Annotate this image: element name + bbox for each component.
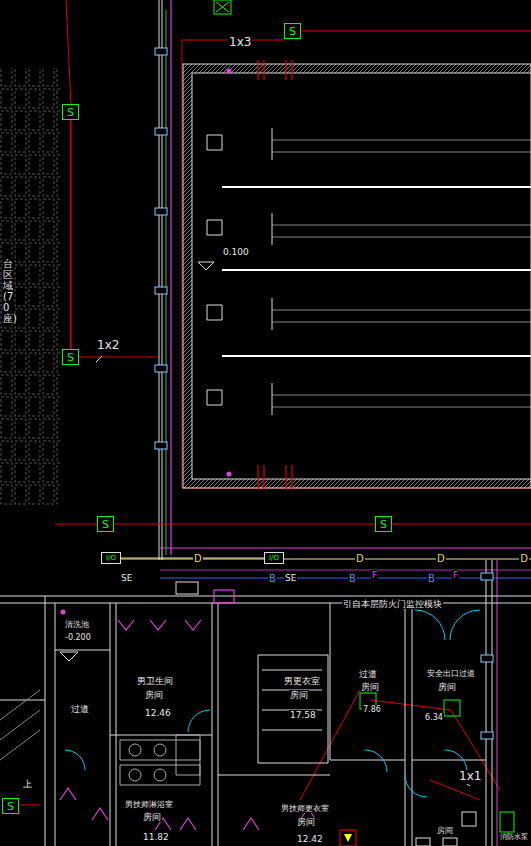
plan-label: 房间 (436, 826, 454, 835)
plan-label: SE (284, 573, 297, 583)
detector-box: S (62, 349, 79, 365)
device-code: I/O (269, 555, 279, 562)
plan-label: 男卫生间 (136, 676, 174, 686)
detector-box: S (375, 516, 392, 532)
plan-label: 上 (22, 779, 33, 789)
plan-label: -0.200 (64, 633, 92, 642)
plan-label: 房间 (296, 817, 316, 827)
detector-box: I/O (264, 552, 284, 564)
device-code: S (380, 519, 387, 530)
plan-label: D (519, 553, 529, 565)
plan-label: D (436, 553, 446, 565)
plan-label: B (348, 573, 357, 585)
plan-label: 清洗池 (64, 620, 90, 629)
detector-box: S (284, 23, 301, 39)
plan-label: 1x1 (458, 770, 482, 784)
plan-label: B (268, 573, 277, 585)
plan-label: 安全出口过道 (426, 669, 476, 678)
plan-label: 男更衣室 (283, 676, 321, 686)
plan-label: 房间 (142, 812, 162, 822)
detector-box: S (2, 798, 19, 814)
plan-label: F (371, 570, 378, 580)
detector-box: S (97, 516, 114, 532)
plan-label: 7.86 (362, 705, 382, 714)
plan-label: D (355, 553, 365, 565)
device-code: S (289, 26, 296, 37)
plan-label: B (427, 573, 436, 585)
device-code: S (7, 801, 14, 812)
plan-label: 房间 (437, 682, 457, 692)
plan-label: F (452, 570, 459, 580)
wire-connector (114, 524, 375, 525)
wire-connector (70, 120, 71, 349)
plan-label: 消防水泵 (499, 833, 529, 841)
detector-box: S (62, 104, 79, 120)
plan-label: 11.82 (142, 832, 170, 842)
plan-label: 12.46 (144, 708, 172, 718)
plan-label: 房间 (289, 690, 309, 700)
area-note: 台区域(70座) (3, 258, 13, 324)
plan-label: 1x3 (228, 36, 252, 50)
device-code: S (67, 107, 74, 118)
plan-label: SE (120, 573, 133, 583)
plan-label: 过道 (70, 704, 90, 714)
plan-label: 1x2 (96, 339, 120, 353)
plan-label: D (193, 553, 203, 565)
plan-label: 12.42 (296, 834, 324, 844)
device-code: I/O (106, 555, 116, 562)
plan-label: 17.58 (289, 710, 317, 720)
plan-label: 过道 (358, 669, 378, 679)
plan-label: 引自本层防火门监控模块 (342, 599, 443, 609)
plan-label: 男技师淋浴室 (124, 800, 174, 809)
plan-label: 房间 (360, 682, 380, 692)
plan-label: 男技师更衣室 (280, 804, 330, 813)
device-code: S (67, 352, 74, 363)
plan-label: 房间 (144, 690, 164, 700)
plan-label: 6.34 (424, 713, 444, 722)
detector-box: I/O (101, 552, 121, 564)
device-code: S (102, 519, 109, 530)
plan-label: 0.100 (222, 247, 250, 257)
